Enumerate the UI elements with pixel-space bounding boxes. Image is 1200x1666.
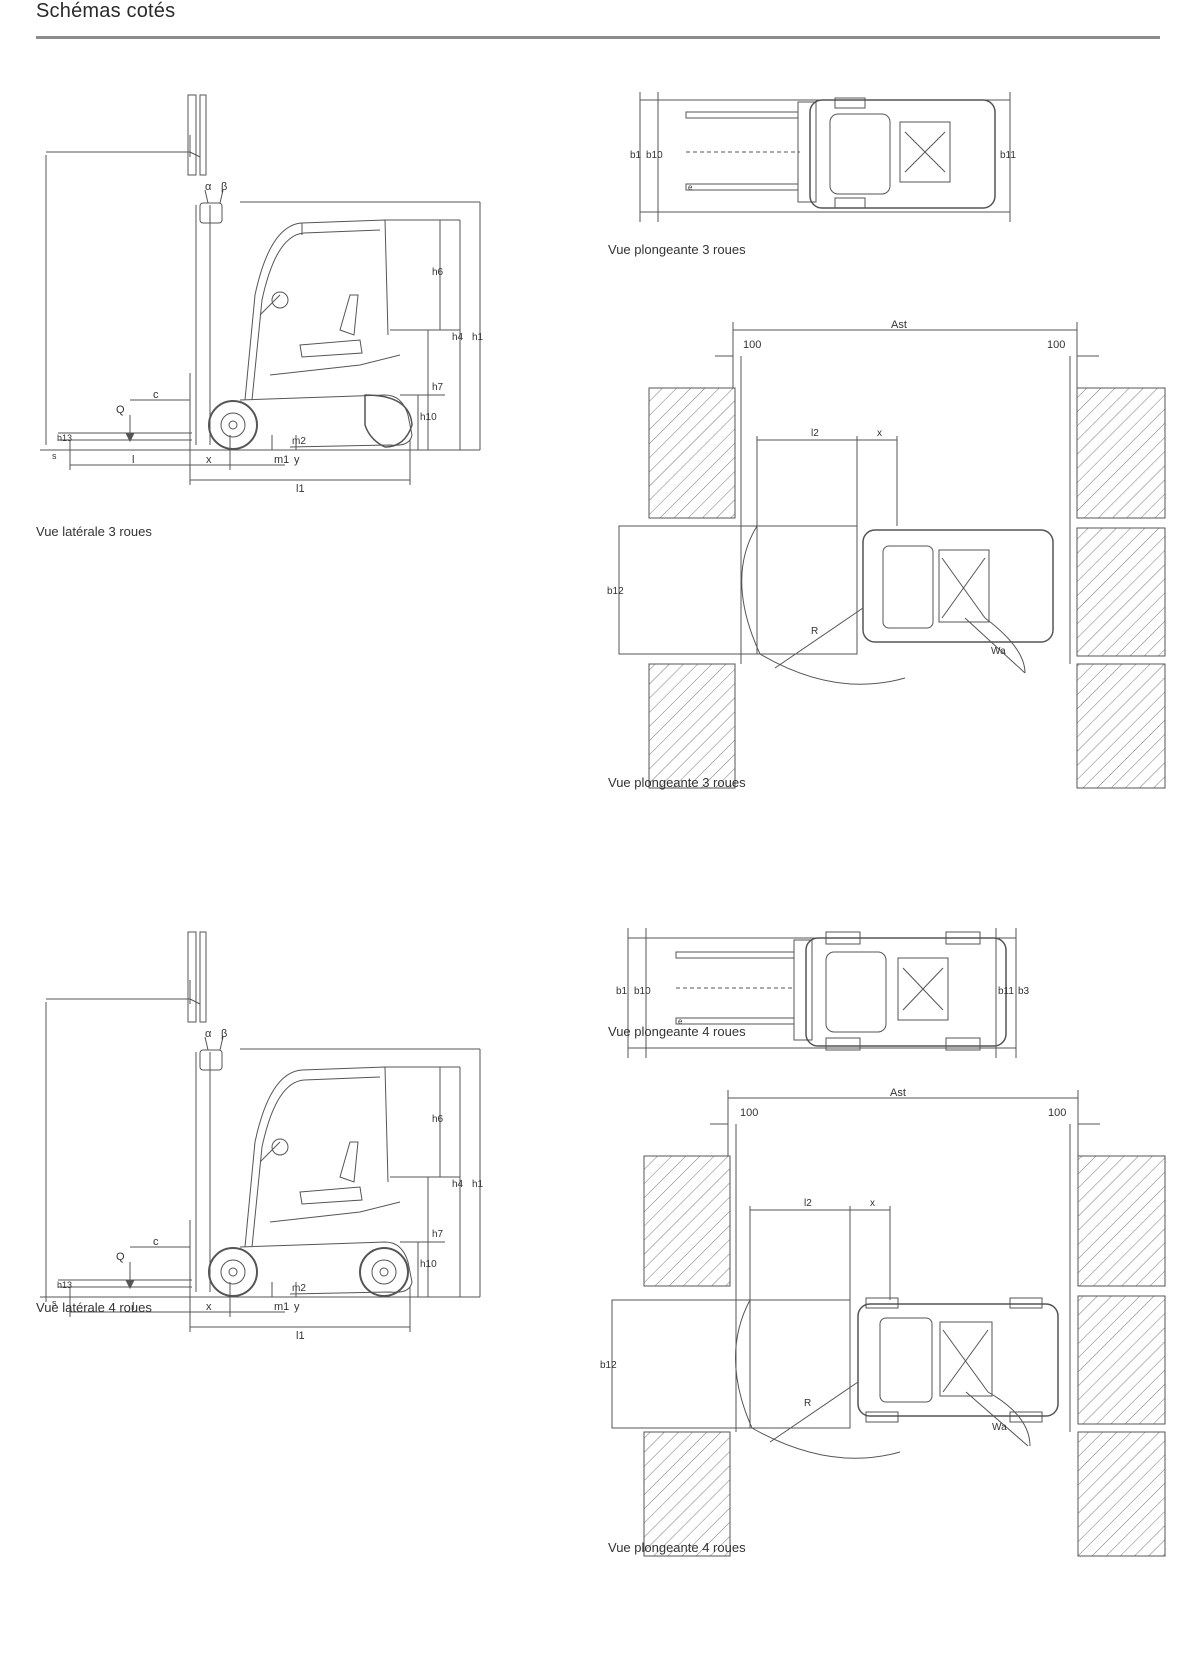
label-m2: m2 xyxy=(292,436,306,447)
label-m1-4: m1 xyxy=(274,1301,289,1313)
label-r-3: R xyxy=(811,626,818,637)
label-l: l xyxy=(132,454,134,466)
label-gap-right-3: 100 xyxy=(1047,339,1065,351)
label-b11-top4: b11 xyxy=(998,986,1014,997)
label-y: y xyxy=(294,454,300,466)
label-h7-4: h7 xyxy=(432,1229,444,1240)
label-e-top4: e xyxy=(678,1017,683,1026)
label-y-4: y xyxy=(294,1301,300,1313)
label-x: x xyxy=(206,454,212,466)
label-c-4: c xyxy=(153,1236,159,1248)
label-l1-4: l1 xyxy=(296,1330,305,1342)
caption-top-4: Vue plongeante 4 roues xyxy=(608,1024,746,1039)
aisle-view-4-wheels-drawing: Ast 100 100 l2 x b12 R Wa xyxy=(600,1087,1166,1557)
label-m2-4: m2 xyxy=(292,1283,306,1294)
side-view-3-wheels-drawing: α β c Q s h13 l x m1 m2 y l1 h6 h4 h1 h7… xyxy=(40,94,484,495)
label-b1-top4: b1 xyxy=(616,986,628,997)
label-l2-3: l2 xyxy=(811,428,819,439)
title-divider xyxy=(36,36,1160,39)
label-wa-3: Wa xyxy=(991,646,1006,657)
top-view-3-wheels-drawing: b1 b10 b11 e xyxy=(630,92,1016,222)
caption-top-3: Vue plongeante 3 roues xyxy=(608,242,746,257)
label-m1: m1 xyxy=(274,454,289,466)
label-h10-4: h10 xyxy=(420,1259,437,1270)
label-gap-left-3: 100 xyxy=(743,339,761,351)
label-x-4-aisle: x xyxy=(870,1198,875,1209)
label-x-3: x xyxy=(877,428,882,439)
label-gap-right-4: 100 xyxy=(1048,1107,1066,1119)
side-view-4-wheels-drawing: α β c Q s h13 l x m1 m2 y l1 h6 h4 h1 h7… xyxy=(40,931,484,1342)
label-h10: h10 xyxy=(420,412,437,423)
label-h13: h13 xyxy=(57,433,72,443)
label-b12-4: b12 xyxy=(600,1360,617,1371)
label-b12-3: b12 xyxy=(607,586,624,597)
label-l1: l1 xyxy=(296,483,305,495)
label-h1-4: h1 xyxy=(472,1179,484,1190)
label-wa-4: Wa xyxy=(992,1422,1007,1433)
label-gap-left-4: 100 xyxy=(740,1107,758,1119)
label-h6: h6 xyxy=(432,267,444,278)
label-b10-top3: b10 xyxy=(646,150,663,161)
label-l-4: l xyxy=(132,1301,134,1313)
aisle-view-3-wheels-drawing: Ast 100 100 l2 x b12 R Wa xyxy=(607,319,1166,789)
label-ast-4: Ast xyxy=(890,1087,906,1099)
label-l2-4: l2 xyxy=(804,1198,812,1209)
caption-side-4: Vue latérale 4 roues xyxy=(36,1300,152,1315)
label-ast-3: Ast xyxy=(891,319,907,331)
label-r-4: R xyxy=(804,1398,811,1409)
label-h6-4: h6 xyxy=(432,1114,444,1125)
label-b1-top3: b1 xyxy=(630,150,642,161)
caption-aisle-3: Vue plongeante 3 roues xyxy=(608,775,746,790)
label-h7: h7 xyxy=(432,382,444,393)
label-x-4: x xyxy=(206,1301,212,1313)
label-b10-top4: b10 xyxy=(634,986,651,997)
caption-side-3: Vue latérale 3 roues xyxy=(36,524,152,539)
label-alpha-4: α xyxy=(205,1028,212,1040)
label-alpha: α xyxy=(205,181,212,193)
label-h4: h4 xyxy=(452,332,464,343)
label-beta-4: β xyxy=(221,1028,227,1040)
label-s-4: s xyxy=(52,1298,57,1308)
label-beta: β xyxy=(221,181,227,193)
label-h4-4: h4 xyxy=(452,1179,464,1190)
label-s: s xyxy=(52,451,57,461)
page-title: Schémas cotés xyxy=(36,0,176,22)
caption-aisle-4: Vue plongeante 4 roues xyxy=(608,1540,746,1555)
label-b3-top4: b3 xyxy=(1018,986,1030,997)
label-h13-4: h13 xyxy=(57,1280,72,1290)
label-e-top3: e xyxy=(688,183,693,192)
top-view-4-wheels-drawing: b1 b10 b11 b3 e xyxy=(616,928,1030,1058)
label-b11-top3: b11 xyxy=(1000,150,1016,161)
label-c: c xyxy=(153,389,159,401)
label-q: Q xyxy=(116,404,125,416)
label-q-4: Q xyxy=(116,1251,125,1263)
label-h1: h1 xyxy=(472,332,484,343)
